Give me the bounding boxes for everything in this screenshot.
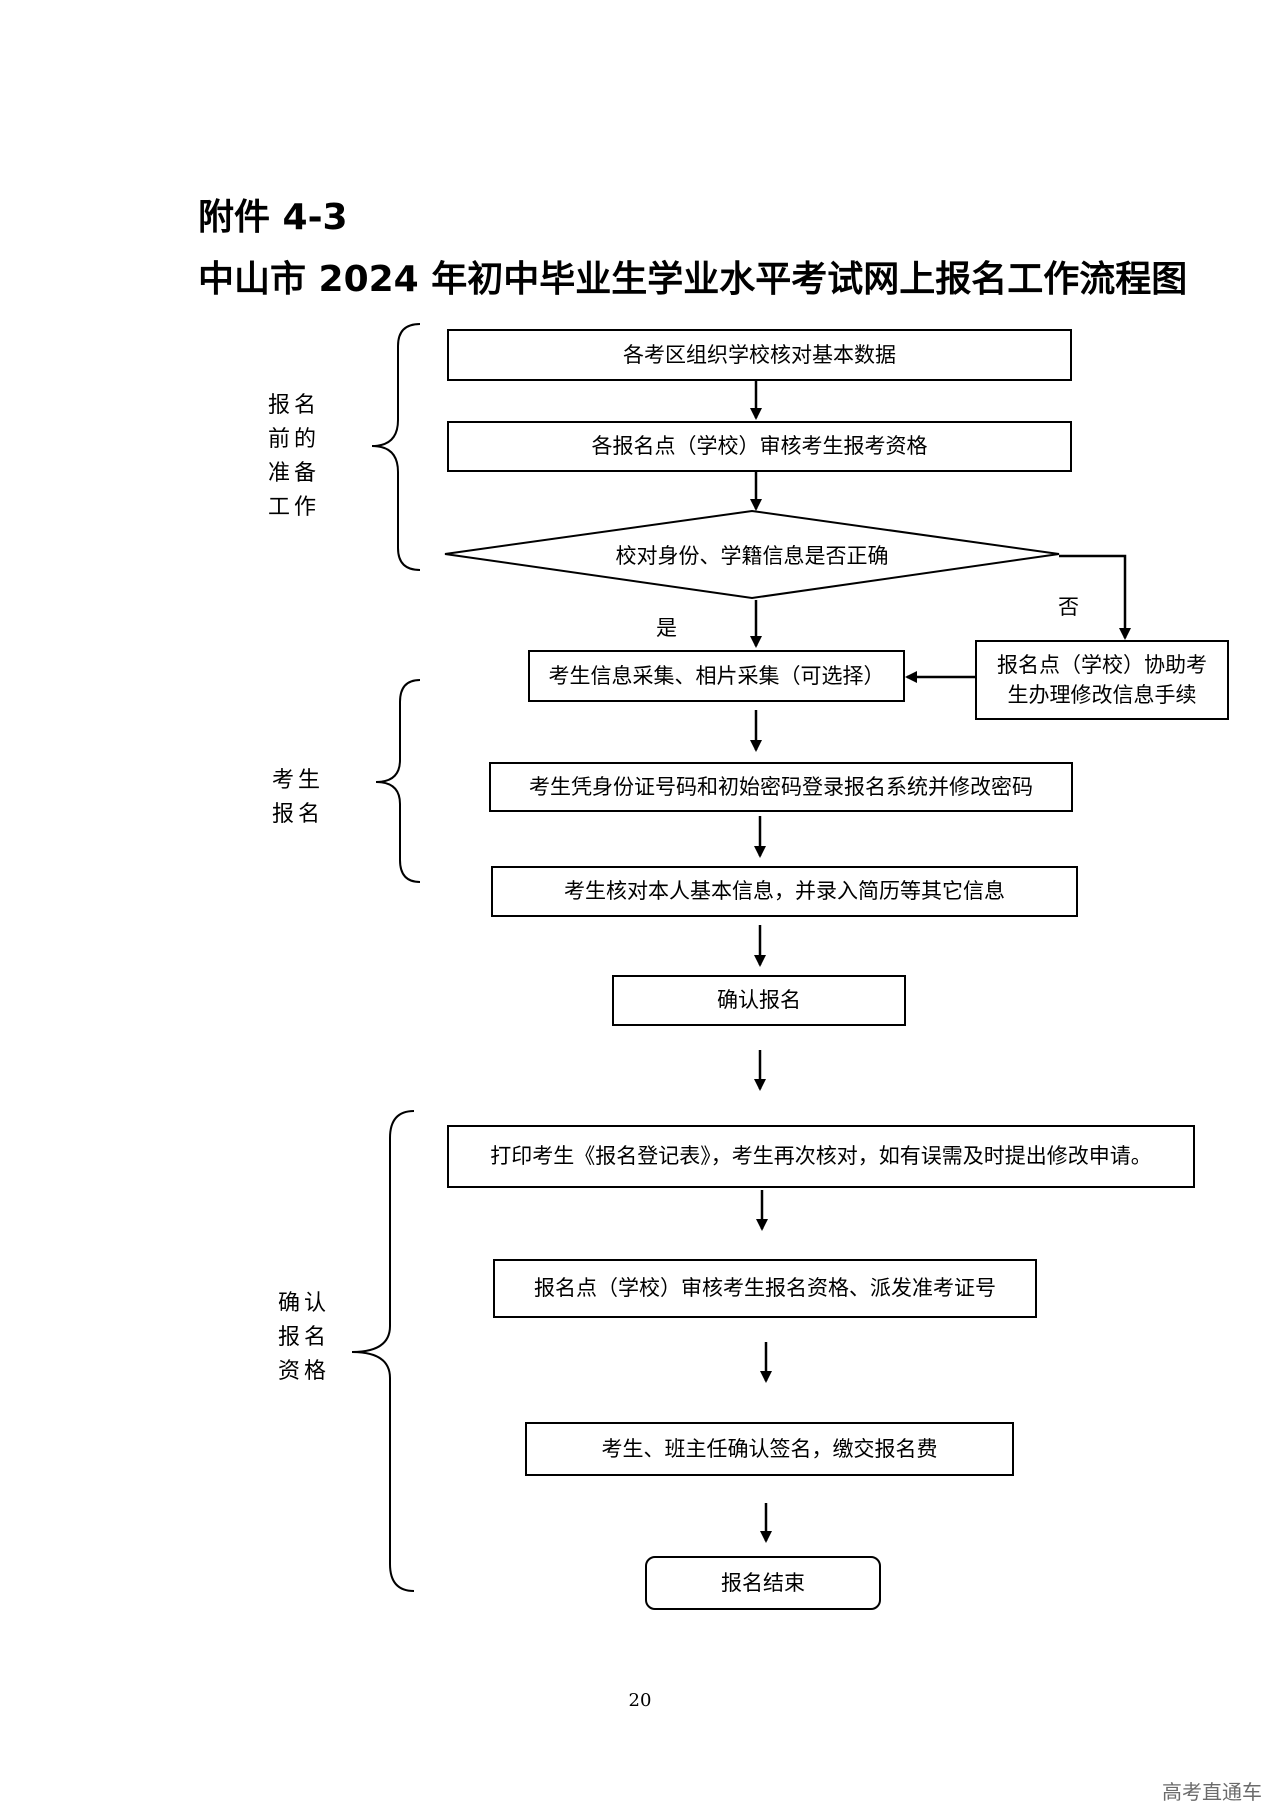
- decision-diamond: [444, 509, 1060, 600]
- brace-confirm: [351, 1110, 415, 1592]
- step-collect-info: 考生信息采集、相片采集（可选择）: [528, 650, 905, 702]
- attachment-label: 附件 4-3: [198, 197, 348, 238]
- arrow-no: [1059, 554, 1131, 640]
- watermark: 高考直通车: [1162, 1780, 1262, 1804]
- step-review-issue: 报名点（学校）审核考生报名资格、派发准考证号: [493, 1259, 1037, 1318]
- step-print-form: 打印考生《报名登记表》，考生再次核对，如有误需及时提出修改申请。: [447, 1125, 1195, 1188]
- assist-line-1: 报名点（学校）协助考: [997, 652, 1207, 677]
- step-confirm-registration: 确认报名: [612, 975, 906, 1026]
- assist-line-2: 生办理修改信息手续: [1007, 683, 1197, 707]
- section-label-register: 考生 报名: [272, 768, 325, 827]
- section-label-prep: 报名 前的 准备 工作: [268, 393, 321, 520]
- brace-prep: [371, 323, 421, 571]
- page-title: 中山市 2024 年初中毕业生学业水平考试网上报名工作流程图: [198, 259, 1188, 300]
- step-end: 报名结束: [645, 1556, 881, 1610]
- step-sign-pay: 考生、班主任确认签名，缴交报名费: [525, 1422, 1014, 1476]
- step-verify-data: 各考区组织学校核对基本数据: [447, 329, 1072, 381]
- yes-label: 是: [656, 616, 677, 640]
- brace-register: [375, 679, 421, 883]
- section-label-confirm: 确认 报名 资格: [278, 1291, 331, 1384]
- page-number: 20: [628, 1690, 652, 1711]
- step-check-info: 考生核对本人基本信息，并录入简历等其它信息: [491, 866, 1078, 917]
- step-review-qualification: 各报名点（学校）审核考生报考资格: [447, 421, 1072, 472]
- step-login: 考生凭身份证号码和初始密码登录报名系统并修改密码: [489, 762, 1073, 812]
- step-assist-modify: 报名点（学校）协助考 生办理修改信息手续: [975, 640, 1229, 720]
- no-label: 否: [1058, 595, 1079, 619]
- decision-text: 校对身份、学籍信息是否正确: [615, 544, 889, 568]
